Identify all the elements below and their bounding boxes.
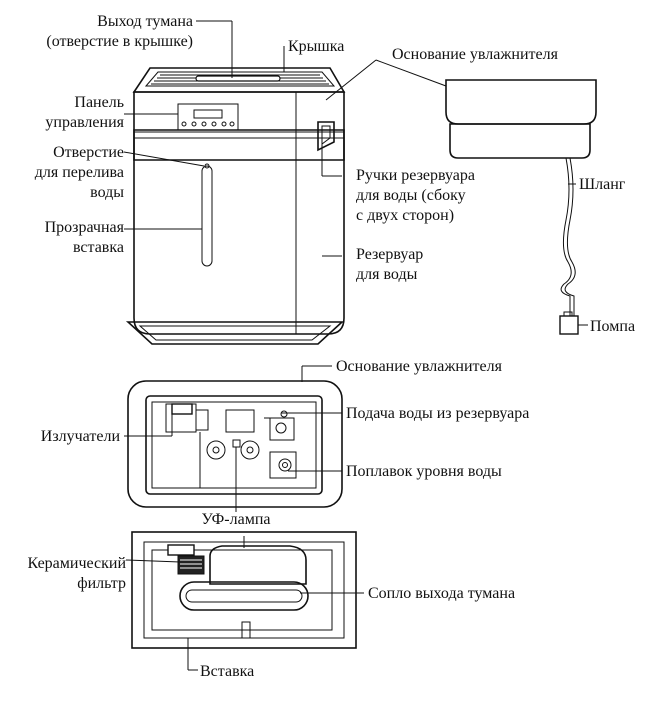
humidifier-stand [125, 321, 345, 345]
base-interior-drawing [127, 380, 343, 508]
label-ceramic-2: фильтр [77, 575, 126, 592]
label-transparent-1: Прозрачная [45, 219, 125, 236]
label-float: Поплавок уровня воды [346, 463, 502, 480]
label-water-supply: Подача воды из резервуара [346, 405, 529, 422]
label-mist-outlet-2: (отверстие в крышке) [46, 33, 193, 50]
label-overflow-3: воды [90, 184, 124, 201]
label-overflow-1: Отверстие [53, 144, 124, 161]
label-control-panel-1: Панель [74, 94, 124, 111]
emitter-left [206, 440, 226, 460]
hose [560, 157, 572, 318]
label-hose: Шланг [579, 176, 626, 193]
label-base-mid: Основание увлажнителя [336, 358, 503, 375]
label-tank-1: Резервуар [356, 246, 423, 263]
label-lid: Крышка [288, 38, 344, 55]
transparent-insert [201, 165, 213, 267]
label-emitters: Излучатели [41, 428, 121, 445]
label-insert: Вставка [200, 663, 254, 680]
humidifier-base [445, 79, 597, 125]
label-uv-lamp: УФ-лампа [202, 511, 271, 528]
lid [132, 67, 346, 93]
label-transparent-2: вставка [73, 239, 124, 256]
label-ceramic-1: Керамический [28, 555, 127, 572]
emitter-right [240, 440, 260, 460]
label-handles-2: для воды (сбоку [356, 187, 466, 204]
leader-lines [123, 20, 588, 671]
base-unit-drawing [445, 79, 597, 335]
labels: Выход тумана (отверстие в крышке) Крышка… [28, 13, 636, 680]
water-level-float [278, 458, 292, 472]
nozzle-housing [209, 545, 307, 585]
label-mist-outlet-1: Выход тумана [97, 13, 193, 30]
control-panel [177, 103, 239, 131]
label-tank-2: для воды [356, 266, 418, 283]
control-buttons [181, 121, 235, 127]
label-overflow-2: для перелива [35, 164, 124, 181]
label-handles-1: Ручки резервуара [356, 167, 475, 184]
water-tank [133, 129, 345, 335]
mist-outlet-slot [195, 75, 281, 82]
label-control-panel-2: управления [45, 114, 124, 131]
humidifier-unit [125, 67, 346, 345]
label-pump: Помпа [590, 318, 635, 335]
ceramic-filter-cap [167, 544, 195, 556]
tank-handle [317, 121, 335, 152]
mist-nozzle [179, 581, 309, 611]
label-mist-nozzle: Сопло выхода тумана [368, 585, 515, 602]
emitter-block [171, 403, 193, 415]
pump [559, 315, 579, 335]
label-base-top: Основание увлажнителя [392, 46, 559, 63]
insert-tab [241, 621, 251, 639]
label-handles-3: с двух сторон) [356, 207, 454, 224]
insert-drawing [131, 531, 357, 649]
uv-lamp [232, 439, 241, 448]
water-supply-valve [275, 422, 287, 434]
ceramic-filter [177, 555, 205, 575]
